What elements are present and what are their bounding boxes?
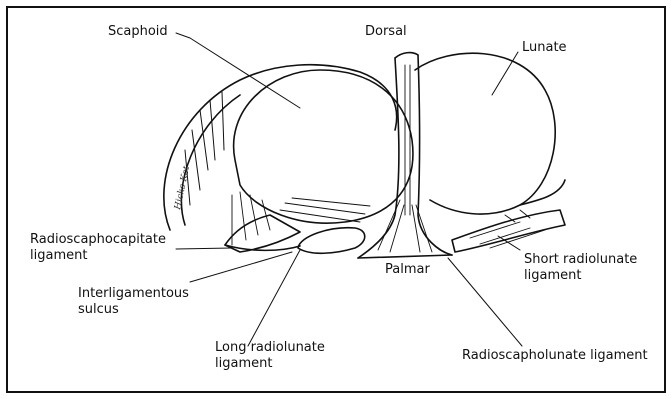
label-radioscaphocapitate-ligament: Radioscaphocapitate ligament [30,232,166,264]
rsc-fibers [232,192,270,245]
dorsal-band-fibers [405,65,410,215]
scaphoid-dome [234,70,413,223]
leader-radioscaphocapitate [176,248,232,249]
leader-radioscapholunate [448,258,522,346]
label-short-radiolunate-ligament: Short radiolunate ligament [524,252,637,284]
label-palmar: Palmar [385,262,430,278]
palmar-base [358,255,452,258]
scaphoid-rim-hatching [185,92,224,205]
long-radiolunate-ligament [298,228,365,254]
short-radiolunate-ligament [452,210,565,252]
dorsal-band-top [395,53,418,58]
radioscaphocapitate-ligament [225,215,300,252]
leader-interligamentous [190,252,292,282]
label-radioscapholunate-ligament: Radioscapholunate ligament [462,348,648,364]
dorsal-band-left [358,58,399,258]
scaphoid-rim-inner [181,95,240,225]
leader-long-radiolunate [248,250,300,346]
label-scaphoid: Scaphoid [108,24,168,40]
label-interligamentous-sulcus: Interligamentous sulcus [78,286,189,318]
artist-signature: Hicks-Kot [173,165,192,212]
label-long-radiolunate-ligament: Long radiolunate ligament [215,340,325,372]
label-dorsal: Dorsal [365,24,407,40]
lunate [415,53,555,214]
label-lunate: Lunate [522,40,567,56]
